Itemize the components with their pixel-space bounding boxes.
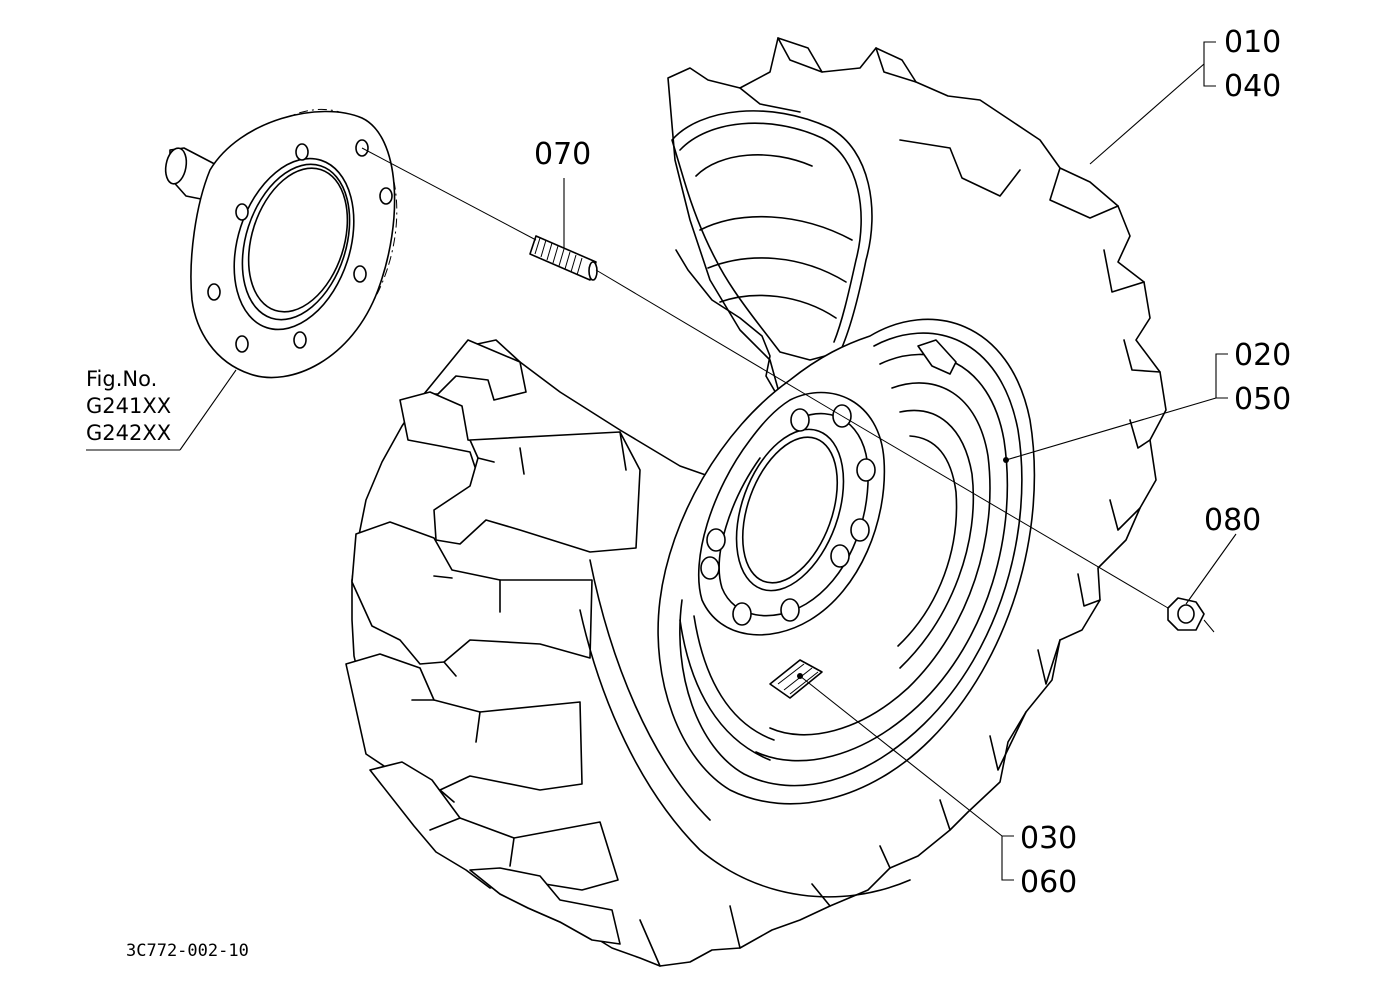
callout-020: 020	[1234, 338, 1291, 373]
drawing-code: 3C772-002-10	[126, 941, 249, 961]
leader-dot-020	[1003, 457, 1009, 463]
fig-no-label: Fig.No.	[86, 367, 157, 391]
wheel-nut	[1167, 597, 1205, 631]
fig-ref-g241: G241XX	[86, 394, 171, 418]
assembly-lines	[361, 147, 1215, 633]
callout-080: 080	[1204, 503, 1261, 538]
leader-lines	[86, 41, 1237, 881]
wheel-rim	[657, 318, 1036, 805]
callout-060: 060	[1020, 865, 1077, 900]
callout-030: 030	[1020, 821, 1077, 856]
rim-bolt-holes	[700, 404, 876, 626]
rim-decal	[769, 659, 823, 699]
figure-reference: Fig.No. G241XX G242XX	[86, 367, 171, 445]
fig-ref-g242: G242XX	[86, 421, 171, 445]
callout-040: 040	[1224, 69, 1281, 104]
leader-dot-030	[797, 673, 803, 679]
callout-050: 050	[1234, 382, 1291, 417]
callout-labels: 010 040 070 020 050 080 030 060	[534, 25, 1291, 900]
flange-bolt-holes	[207, 139, 393, 353]
callout-070: 070	[534, 137, 591, 172]
callout-010: 010	[1224, 25, 1281, 60]
axle-flange	[164, 108, 398, 379]
